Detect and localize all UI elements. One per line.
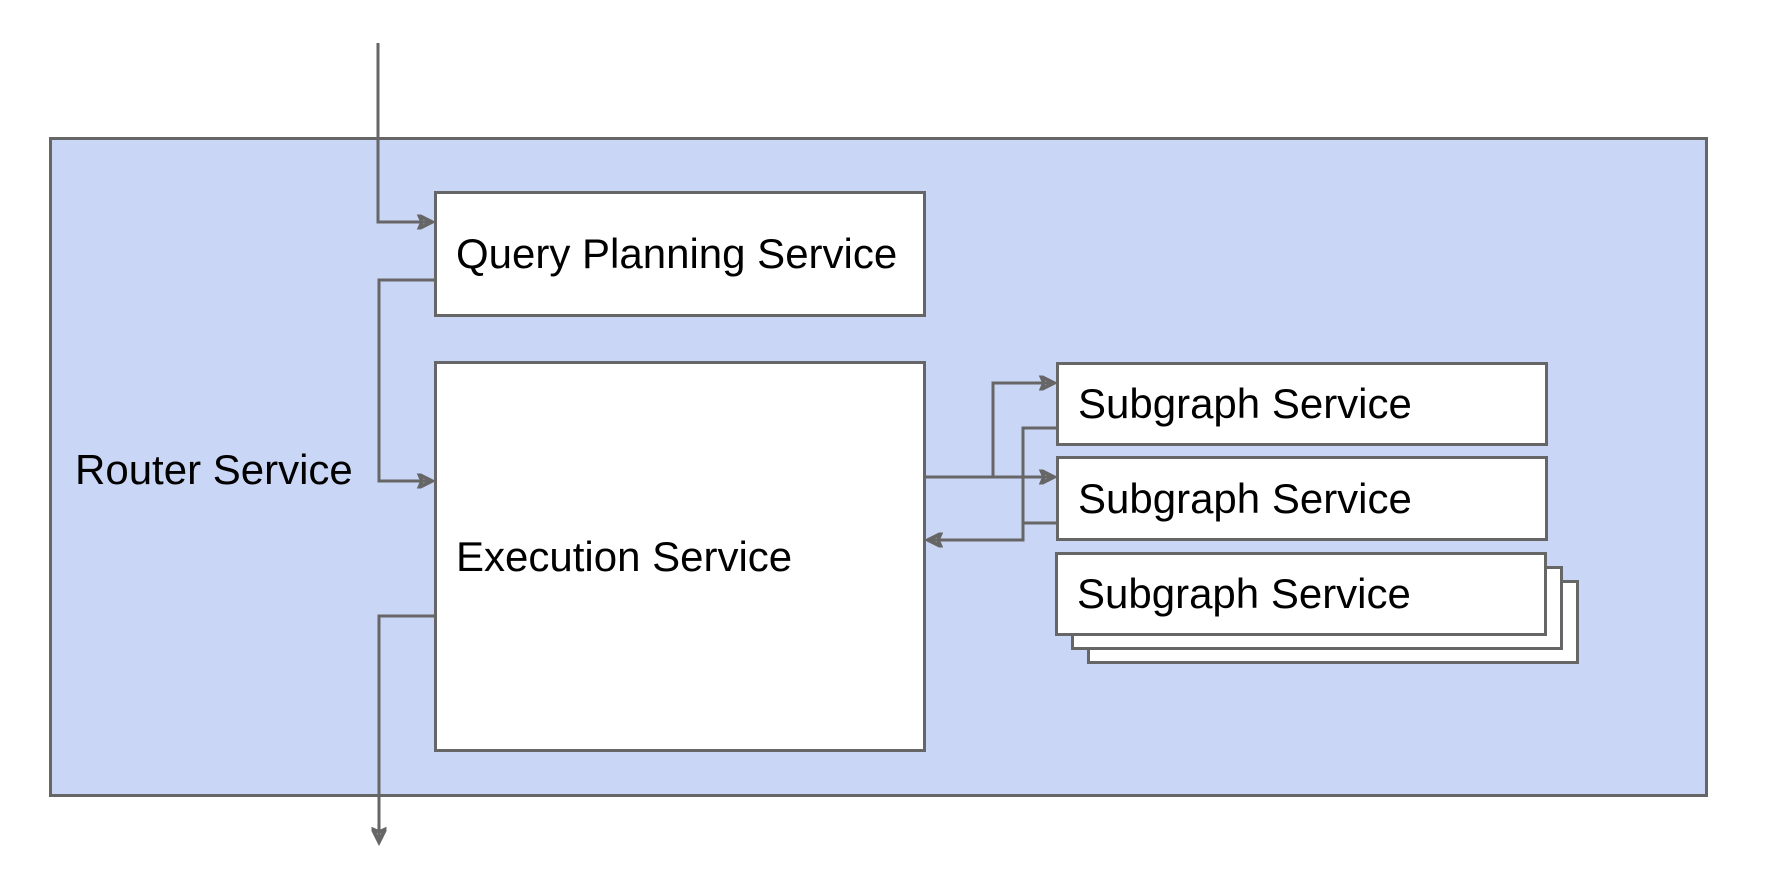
- node-execution-service: Execution Service: [434, 361, 926, 752]
- subgraph-service-3-label: Subgraph Service: [1077, 570, 1411, 617]
- subgraph-service-1-label: Subgraph Service: [1078, 380, 1412, 427]
- node-subgraph-service-2: Subgraph Service: [1056, 456, 1548, 541]
- subgraph-service-2-label: Subgraph Service: [1078, 474, 1412, 522]
- router-service-label: Router Service: [75, 446, 353, 493]
- execution-service-label: Execution Service: [456, 532, 793, 580]
- node-subgraph-service-3: Subgraph Service: [1055, 552, 1547, 636]
- node-subgraph-service-1: Subgraph Service: [1056, 362, 1548, 446]
- query-planning-service-label: Query Planning Service: [456, 230, 898, 277]
- node-query-planning-service: Query Planning Service: [434, 191, 926, 317]
